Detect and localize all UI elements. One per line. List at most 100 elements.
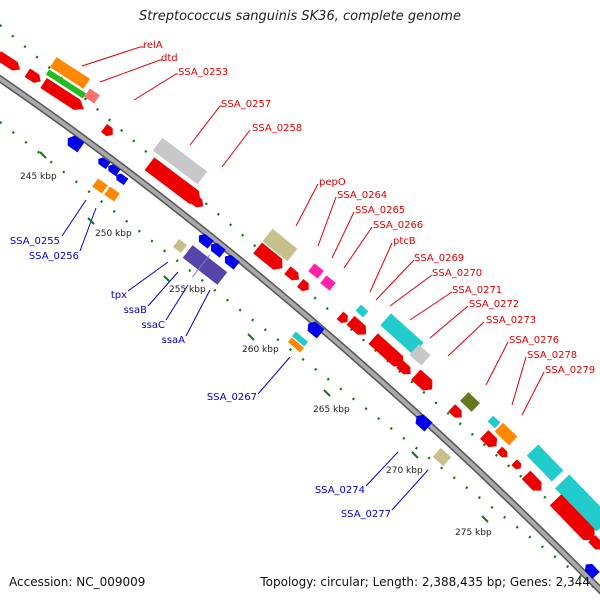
- top-leader-lines: [81, 46, 545, 416]
- gene-arrow-reverse: [67, 135, 85, 153]
- gene-box-grey: [152, 137, 208, 185]
- bottom-labels: SSA_0255 SSA_0256 tpx ssaB ssaC ssaA SSA…: [10, 236, 391, 520]
- gene-label-SSA_0270: SSA_0270: [432, 268, 482, 279]
- leader-tpx: [127, 261, 169, 292]
- scale-tick: [323, 389, 331, 397]
- leader-SSA_0274: [365, 451, 399, 487]
- gene-box-cyan: [355, 304, 369, 318]
- leader-SSA_0278: [511, 356, 527, 406]
- gene-label-SSA_0274: SSA_0274: [315, 485, 365, 496]
- leader-ptcB: [369, 242, 393, 293]
- gene-arrow-forward: [396, 360, 411, 375]
- gene-box-orange: [287, 337, 305, 353]
- gene-arrow-reverse: [224, 254, 240, 270]
- gene-box-cyan: [487, 415, 501, 429]
- gene-arrow-forward: [40, 77, 84, 110]
- gene-arrow-reverse: [584, 563, 600, 579]
- gene-arrow-forward: [336, 311, 348, 324]
- gene-box-khaki: [432, 447, 452, 467]
- gene-box-grey: [409, 344, 431, 366]
- leader-SSA_0256: [79, 207, 97, 252]
- gene-label-relA: relA: [143, 40, 163, 51]
- gene-arrow-forward: [521, 470, 542, 491]
- gene-arrow-forward: [368, 333, 404, 367]
- leader-ssaA: [185, 289, 211, 337]
- gene-box-khaki: [262, 228, 298, 262]
- gene-box-green: [45, 69, 87, 99]
- gene-label-SSA_0267: SSA_0267: [207, 392, 257, 403]
- gene-box-cyan: [291, 331, 309, 347]
- gene-arrow-forward: [0, 51, 21, 71]
- gene-box-cyan: [526, 444, 564, 482]
- gene-box-khaki: [172, 238, 188, 254]
- gene-arrow-reverse: [198, 233, 214, 249]
- gene-box-cyan: [554, 474, 600, 532]
- gene-box-pink: [308, 263, 324, 279]
- leader-ssaC: [165, 284, 189, 321]
- bottom-leader-lines: [61, 199, 429, 511]
- gene-label-SSA_0258: SSA_0258: [252, 123, 302, 134]
- gene-arrow-forward: [188, 193, 204, 208]
- gene-arrow-forward: [24, 68, 41, 83]
- gene-box-olive: [460, 392, 480, 412]
- gene-arrow-reverse: [307, 321, 325, 339]
- gene-label-SSA_0255: SSA_0255: [10, 236, 60, 247]
- top-labels: relA dtd SSA_0253 SSA_0257 SSA_0258 pepO…: [143, 40, 595, 376]
- gene-label-ssaA: ssaA: [162, 335, 186, 346]
- scale-label-250: 250 kbp: [95, 229, 132, 239]
- leader-pepO: [295, 183, 319, 227]
- gene-label-SSA_0269: SSA_0269: [414, 253, 464, 264]
- leader-SSA_0276: [485, 341, 509, 386]
- leader-ssaB: [147, 271, 179, 307]
- gene-arrow-forward: [549, 494, 595, 541]
- gene-label-SSA_0257: SSA_0257: [221, 99, 271, 110]
- gene-arrow-forward: [588, 535, 600, 550]
- gene-divider: [191, 254, 211, 278]
- leader-SSA_0279: [521, 371, 545, 416]
- scale-marks: 245 kbp 250 kbp 255 kbp 260 kbp 265 kbp …: [20, 151, 492, 538]
- leader-SSA_0273: [447, 321, 485, 357]
- gene-box-orange: [104, 186, 120, 202]
- gene-label-SSA_0253: SSA_0253: [178, 67, 228, 78]
- tick-row-inner: [0, 121, 600, 593]
- gene-arrow-forward: [511, 459, 522, 470]
- gene-box-orange: [49, 57, 91, 89]
- gene-label-SSA_0271: SSA_0271: [452, 285, 502, 296]
- leader-SSA_0265: [331, 211, 355, 259]
- leader-SSA_0255: [61, 199, 87, 237]
- gene-box-orange: [92, 178, 108, 194]
- gene-arrow-forward: [100, 123, 113, 137]
- gene-arrow-forward: [253, 242, 283, 270]
- gene-arrow-reverse: [98, 157, 111, 170]
- gene-arrow-reverse: [210, 242, 226, 258]
- scale-tick: [247, 333, 255, 341]
- gene-arrow-forward: [480, 430, 498, 448]
- gene-label-SSA_0277: SSA_0277: [341, 509, 391, 520]
- scale-tick: [163, 275, 171, 283]
- gene-label-SSA_0265: SSA_0265: [355, 205, 405, 216]
- leader-SSA_0269: [375, 259, 415, 301]
- leader-SSA_0271: [409, 291, 453, 321]
- map-title: Streptococcus sanguinis SK36, complete g…: [139, 9, 461, 24]
- gene-arrow-reverse: [415, 414, 433, 432]
- gene-arrow-forward: [144, 157, 201, 204]
- gene-arrow-forward: [448, 404, 462, 418]
- gene-label-dtd: dtd: [161, 53, 178, 64]
- scale-tick: [87, 217, 95, 225]
- scale-label-265: 265 kbp: [313, 405, 350, 415]
- leader-SSA_0267: [257, 356, 291, 395]
- gene-box-cyan: [380, 313, 424, 355]
- scale-label-260: 260 kbp: [242, 345, 279, 355]
- gene-label-ssaB: ssaB: [124, 305, 148, 316]
- gene-arrow-forward: [346, 315, 367, 335]
- genome-backbone-highlight: [0, 76, 600, 593]
- scale-tick: [39, 151, 47, 159]
- leader-SSA_0266: [343, 226, 373, 269]
- scale-label-270: 270 kbp: [386, 466, 423, 476]
- gene-box-orange: [494, 422, 518, 446]
- leader-SSA_0253: [133, 73, 178, 101]
- gene-arrow-reverse: [116, 173, 129, 186]
- scale-label-275: 275 kbp: [455, 528, 492, 538]
- gene-arrow-reverse: [108, 164, 121, 177]
